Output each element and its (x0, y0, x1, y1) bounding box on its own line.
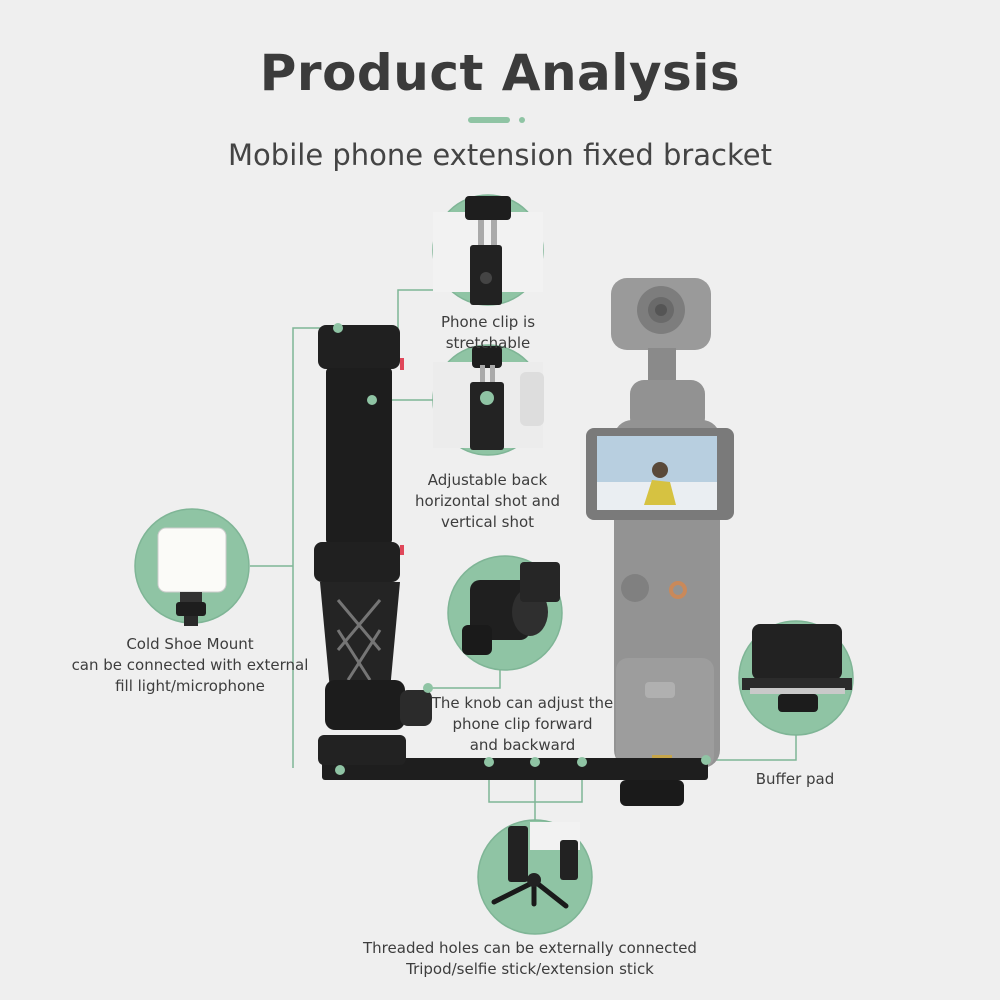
label-knob-line-3: and backward (469, 736, 576, 754)
detail-circle-clip-top (432, 194, 544, 306)
label-adjustable-back-line-3: vertical shot (440, 513, 535, 531)
label-threaded-holes-line-2: Tripod/selfie stick/extension stick (406, 960, 654, 978)
label-phone-clip: Phone clip is stretchable (440, 313, 536, 352)
page-title: Product Analysis (259, 44, 741, 102)
label-knob: The knob can adjust the phone clip forwa… (425, 693, 620, 756)
detail-circle-adjustable-back (432, 344, 544, 456)
label-cold-shoe-line-1: Cold Shoe Mount (126, 635, 254, 653)
title-decoration (468, 117, 525, 123)
label-threaded-holes-line-1: Threaded holes can be externally connect… (363, 939, 697, 957)
label-adjustable-back: Adjustable back horizontal shot and vert… (395, 470, 580, 533)
label-adjustable-back-line-2: horizontal shot and (415, 492, 560, 510)
label-cold-shoe-line-2: can be connected with external (71, 656, 309, 674)
phone-clip-arm (314, 323, 433, 765)
label-cold-shoe-line-3: fill light/microphone (115, 677, 265, 695)
detail-circle-knob (447, 555, 563, 671)
label-knob-line-2: phone clip forward (452, 715, 593, 733)
label-threaded-holes: Threaded holes can be externally connect… (330, 938, 730, 980)
label-adjustable-back-line-1: Adjustable back (427, 471, 548, 489)
label-knob-line-1: The knob can adjust the (431, 694, 614, 712)
label-cold-shoe: Cold Shoe Mount can be connected with ex… (70, 634, 310, 697)
detail-circle-tripod (477, 819, 593, 935)
detail-circle-cold-shoe (134, 508, 250, 626)
pocket-camera (586, 278, 734, 769)
label-buffer-pad: Buffer pad (755, 770, 835, 788)
detail-circle-buffer-pad (738, 620, 854, 736)
page-subtitle: Mobile phone extension fixed bracket (228, 138, 772, 172)
